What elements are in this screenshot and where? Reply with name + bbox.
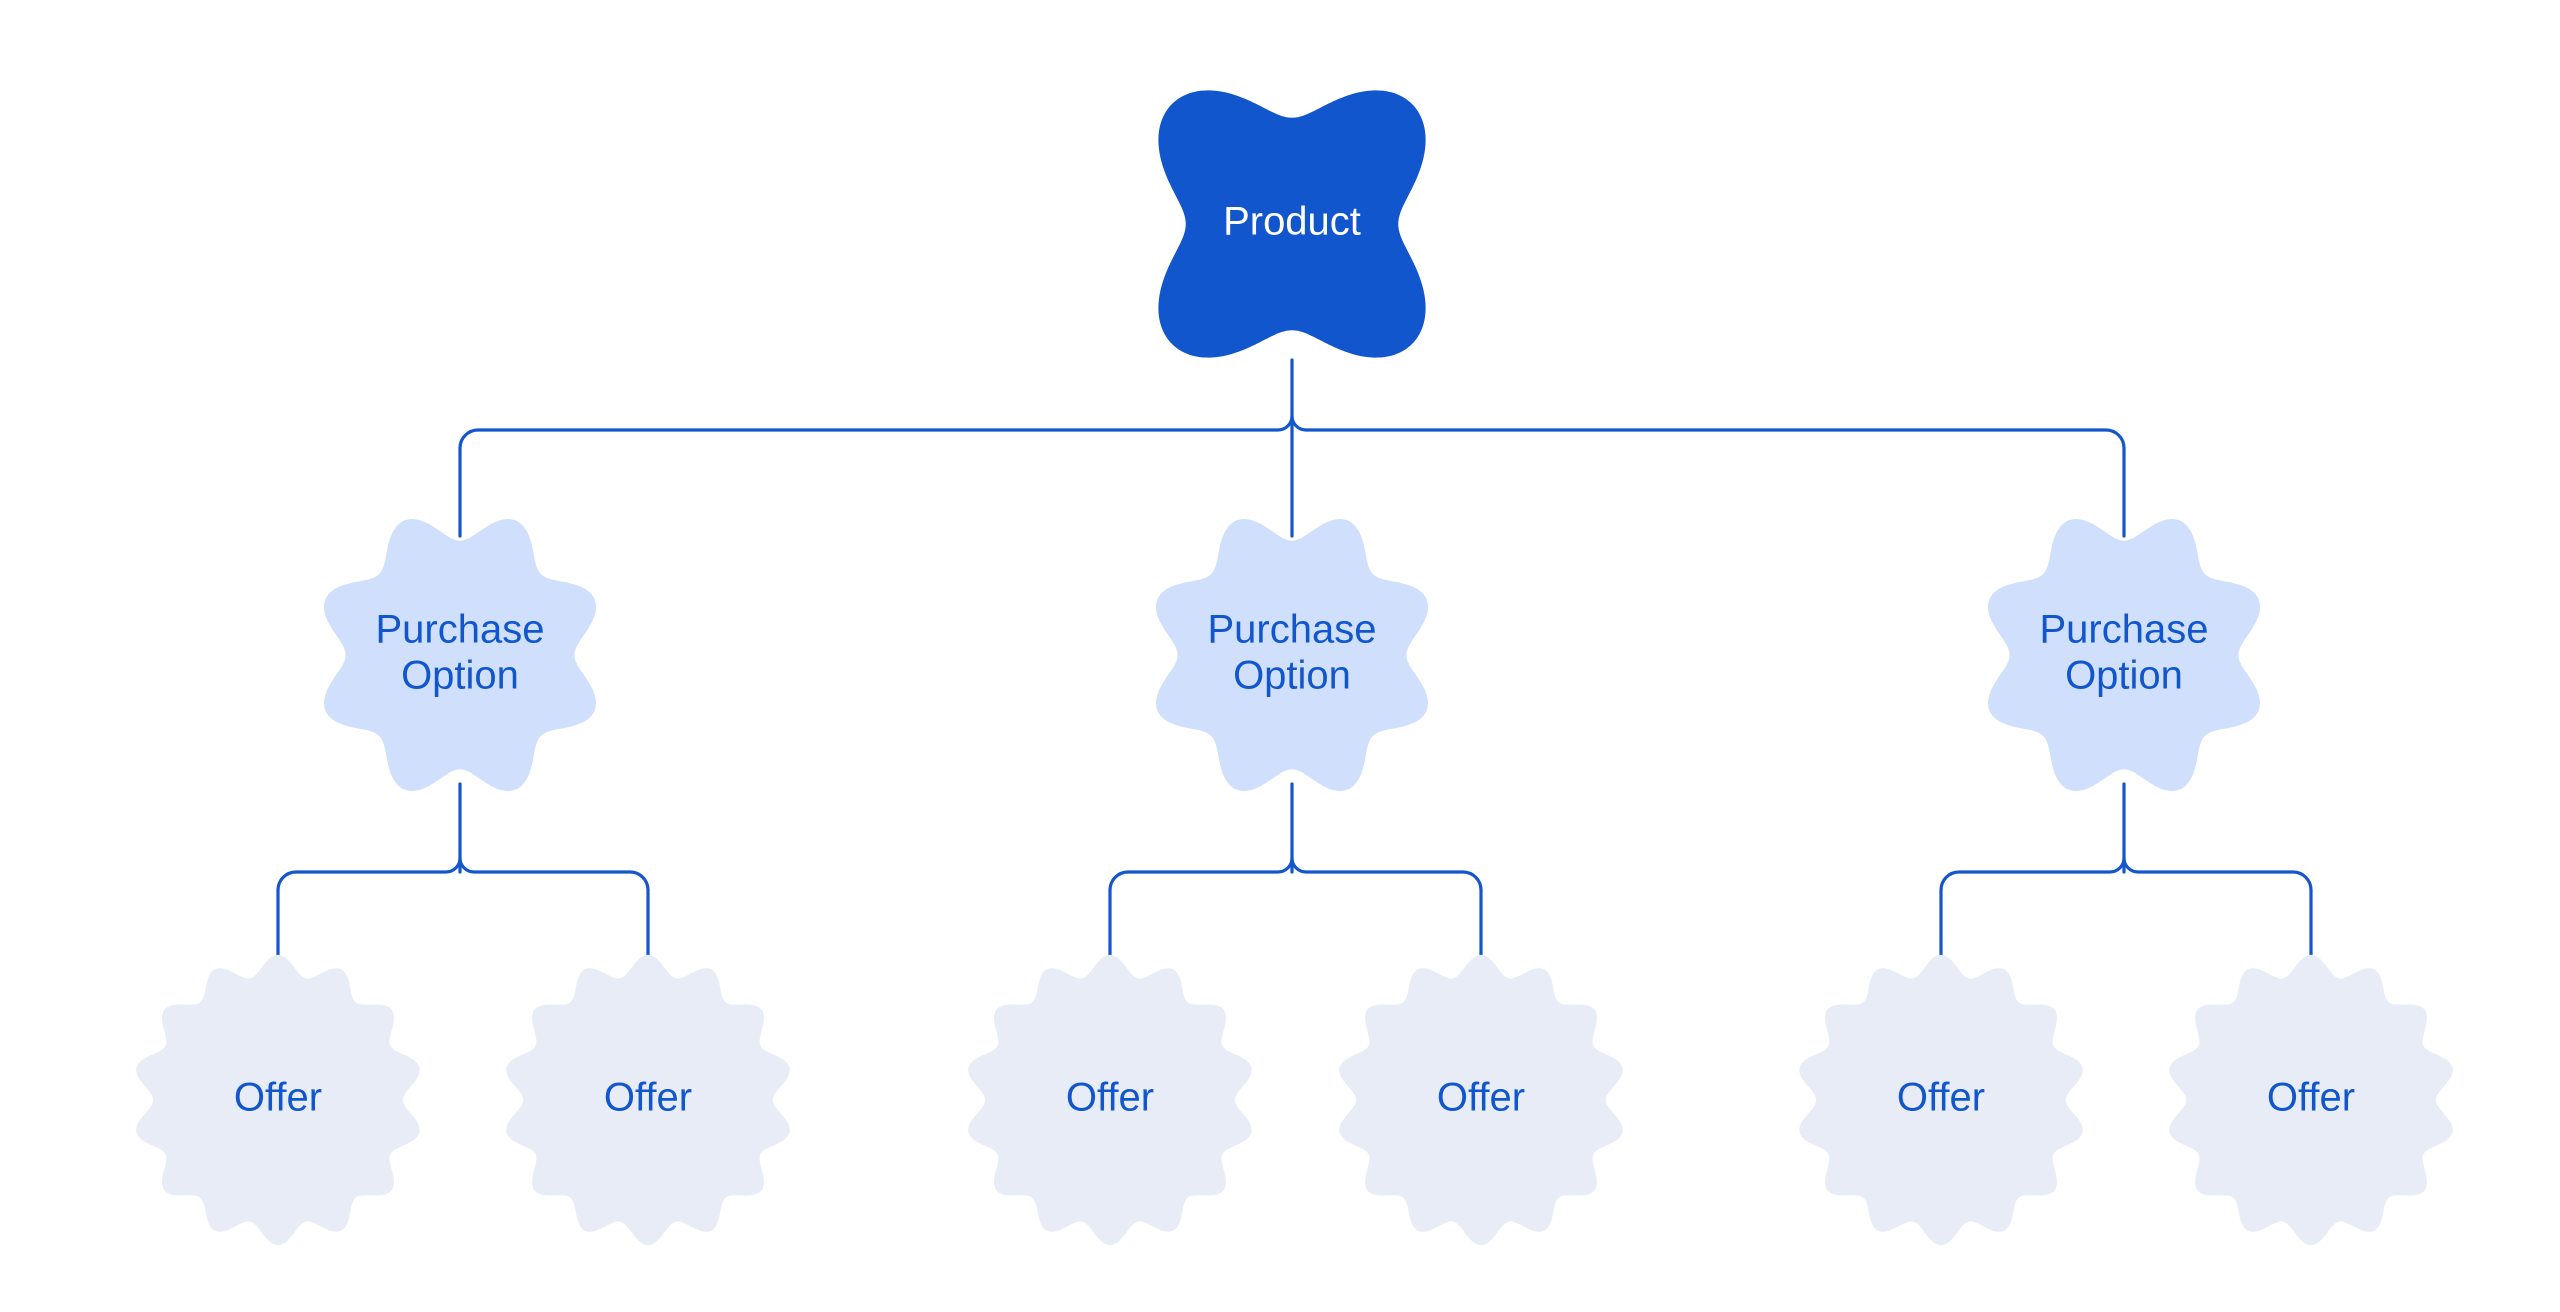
- node-offer-3a-shape: [1799, 954, 2083, 1246]
- connector-root-to-options: [458, 358, 2126, 538]
- node-offer-2a-shape: [968, 954, 1252, 1246]
- node-product[interactable]: Product: [1158, 90, 1426, 358]
- node-product-shape: [1158, 90, 1426, 358]
- node-offer-2b[interactable]: Offer: [1339, 954, 1623, 1246]
- node-offer-1b[interactable]: Offer: [506, 954, 790, 1246]
- connector-root-to-options-bar: [458, 414, 2126, 450]
- connector-option-2-to-offers: [1108, 782, 1483, 982]
- node-purchase-option-1-shape: [324, 519, 596, 791]
- node-offer-1b-shape: [506, 954, 790, 1246]
- node-offer-3b-shape: [2169, 954, 2453, 1246]
- node-offer-3b[interactable]: Offer: [2169, 954, 2453, 1246]
- node-offer-2a[interactable]: Offer: [968, 954, 1252, 1246]
- node-offer-1a-shape: [136, 954, 420, 1246]
- connector-option-3-to-offers-bar: [1939, 856, 2313, 892]
- node-offer-2b-shape: [1339, 954, 1623, 1246]
- connector-option-1-to-offers: [276, 782, 650, 982]
- node-offer-1a[interactable]: Offer: [136, 954, 420, 1246]
- connector-option-1-to-offers-bar: [276, 856, 650, 892]
- node-purchase-option-3-shape: [1988, 519, 2260, 791]
- node-purchase-option-2-shape: [1156, 519, 1428, 791]
- connector-option-2-to-offers-bar: [1108, 856, 1483, 892]
- connectors-layer: [276, 358, 2313, 982]
- connector-option-3-to-offers: [1939, 782, 2313, 982]
- node-offer-3a[interactable]: Offer: [1799, 954, 2083, 1246]
